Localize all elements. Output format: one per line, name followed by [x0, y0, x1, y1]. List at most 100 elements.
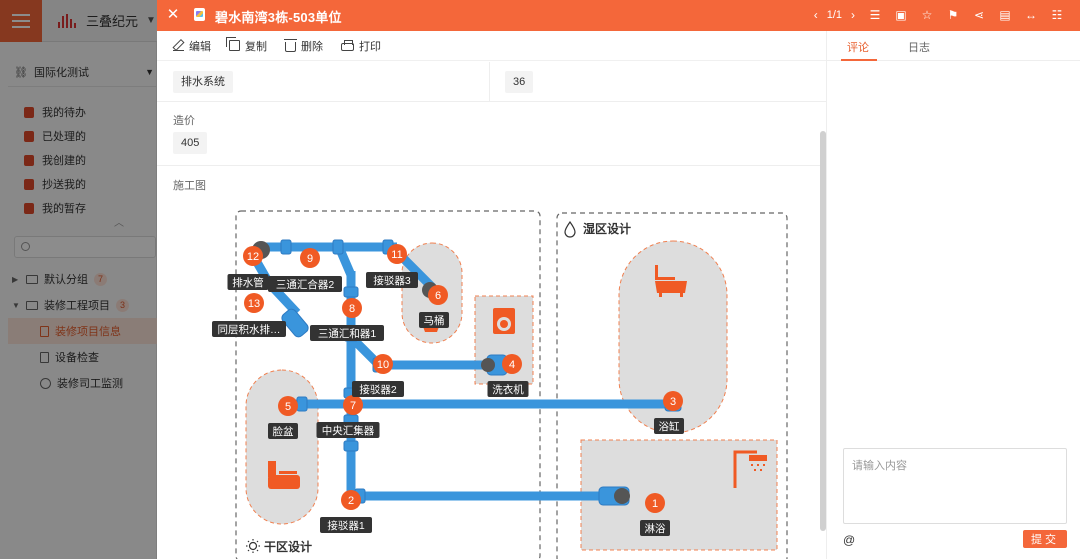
svg-text:接驳器2: 接驳器2	[359, 383, 396, 396]
drain-count-value: 36	[505, 71, 534, 93]
diagram-node-13[interactable]: 13	[244, 293, 264, 313]
washbasin-icon	[268, 461, 300, 489]
menu-icon[interactable]	[0, 0, 42, 42]
comment-input[interactable]	[843, 448, 1067, 524]
task-item-todo[interactable]: 我的待办	[24, 100, 86, 124]
chevron-down-icon: ▼	[146, 15, 156, 26]
tree-label: 装修司工监测	[57, 378, 123, 390]
chevron-down-icon: ▼	[12, 300, 20, 310]
tree-label: 装修工程项目	[44, 300, 110, 312]
diagram-node-11[interactable]: 11	[387, 244, 407, 264]
copy-button[interactable]: 复制	[226, 37, 267, 54]
sidebar-search-input[interactable]	[14, 236, 156, 258]
comment-icon[interactable]: ▤	[999, 8, 1011, 22]
todo-icon	[24, 106, 34, 118]
submit-button[interactable]: 提交	[1023, 530, 1067, 548]
folder-icon	[26, 274, 38, 284]
created-icon	[24, 154, 34, 166]
delete-label: 删除	[301, 40, 323, 53]
diagram-nodes: 淋浴1接驳器12浴缸3洗衣机4脸盆5马桶6中央汇集器7三通汇和器18三通汇合器2…	[212, 244, 684, 536]
svg-text:浴缸: 浴缸	[659, 420, 680, 433]
bookmark-icon[interactable]: ⚑	[947, 8, 959, 22]
folder-icon	[26, 300, 38, 310]
diagram-node-9[interactable]: 9	[300, 248, 320, 268]
drawer-header: ✕ 碧水南湾3栋-503单位 ‹ 1/1 › ☰ ▣ ☆ ⚑ ⋖ ▤ ↔ ☷	[157, 0, 1080, 31]
count-badge: 3	[116, 298, 130, 312]
diagram-node-7[interactable]: 7	[343, 395, 363, 415]
template-icon[interactable]: ▣	[895, 8, 907, 22]
svg-text:6: 6	[435, 290, 441, 302]
divider	[8, 86, 158, 87]
diagram-node-3[interactable]: 3	[663, 391, 683, 411]
edit-button[interactable]: 编辑	[173, 38, 211, 54]
delete-button[interactable]: 删除	[284, 38, 323, 54]
svg-text:接驳器1: 接驳器1	[327, 519, 364, 532]
diagram-node-4[interactable]: 4	[502, 354, 522, 374]
diagram-node-12[interactable]: 12	[243, 246, 263, 266]
node-label-13: 同层积水排…	[212, 321, 286, 337]
tree-item-renovation[interactable]: ▼ 装修工程项目 3	[12, 292, 158, 318]
node-label-6: 马桶	[419, 312, 449, 328]
tab-comments[interactable]: 评论	[847, 42, 869, 54]
diagram-node-1[interactable]: 1	[645, 493, 665, 513]
node-label-11: 接驳器3	[366, 272, 418, 288]
org-name: 国际化测试	[33, 67, 89, 79]
diagram-node-6[interactable]: 6	[428, 285, 448, 305]
shower-icon	[733, 450, 767, 488]
expand-icon[interactable]: ↔	[1025, 8, 1037, 22]
more-icon[interactable]: ☷	[1051, 8, 1063, 22]
edit-icon	[173, 40, 184, 51]
brand[interactable]: 三叠纪元 ▼	[58, 11, 156, 30]
tree-item-project-info[interactable]: 装修项目信息	[8, 318, 158, 344]
star-icon[interactable]: ☆	[921, 8, 933, 22]
node-label-1: 淋浴	[640, 520, 670, 536]
org-icon: ⛓	[14, 66, 28, 79]
task-item-draft[interactable]: 我的暂存	[24, 196, 86, 220]
divider	[157, 165, 826, 166]
prev-record-icon[interactable]: ‹	[813, 8, 818, 22]
tab-indicator	[841, 59, 877, 61]
svg-text:5: 5	[285, 401, 291, 413]
diagram-node-10[interactable]: 10	[373, 354, 393, 374]
drawer-title: 碧水南湾3栋-503单位	[215, 10, 342, 25]
node-label-5: 脸盆	[268, 423, 298, 439]
diagram-node-5[interactable]: 5	[278, 396, 298, 416]
close-icon[interactable]: ✕	[166, 6, 180, 23]
print-button[interactable]: 打印	[341, 38, 381, 54]
task-label: 我的待办	[42, 107, 86, 119]
comment-panel: 评论 日志 @ 提交	[826, 31, 1080, 559]
cost-value: 405	[173, 132, 208, 154]
next-record-icon[interactable]: ›	[851, 8, 855, 22]
diagram-node-2[interactable]: 2	[341, 490, 361, 510]
tree-item-monitor[interactable]: 装修司工监测	[12, 370, 158, 396]
scrollbar[interactable]	[820, 131, 826, 531]
copy-icon	[226, 37, 240, 51]
column-divider	[489, 62, 490, 102]
task-item-created[interactable]: 我创建的	[24, 148, 86, 172]
org-selector[interactable]: ⛓ 国际化测试 ▼	[14, 64, 154, 80]
list-view-icon[interactable]: ☰	[869, 8, 881, 22]
task-item-cc[interactable]: 抄送我的	[24, 172, 86, 196]
wet-zone-title: 湿区设计	[583, 221, 631, 236]
tab-log[interactable]: 日志	[908, 42, 930, 54]
chevron-right-icon: ▶	[12, 274, 19, 284]
diagram-node-8[interactable]: 8	[342, 298, 362, 318]
svg-text:12: 12	[247, 251, 259, 263]
bathtub-icon	[655, 265, 687, 297]
tree-item-equipment-check[interactable]: 设备检查	[12, 344, 158, 370]
task-item-done[interactable]: 已处理的	[24, 124, 86, 148]
record-main: 编辑 复制 删除 打印 排水系统 36 造价 405 施工图	[157, 31, 826, 559]
document-icon	[40, 325, 49, 337]
node-label-2: 接驳器1	[320, 517, 372, 533]
mention-button[interactable]: @	[843, 533, 856, 547]
cc-icon	[24, 178, 34, 190]
printer-icon	[341, 39, 354, 51]
collapse-icon[interactable]: ︿	[114, 218, 124, 229]
share-icon[interactable]: ⋖	[973, 8, 985, 22]
drawing-label: 施工图	[173, 180, 206, 192]
svg-text:9: 9	[307, 253, 313, 265]
svg-text:3: 3	[670, 396, 676, 408]
brand-logo-icon	[58, 13, 78, 28]
